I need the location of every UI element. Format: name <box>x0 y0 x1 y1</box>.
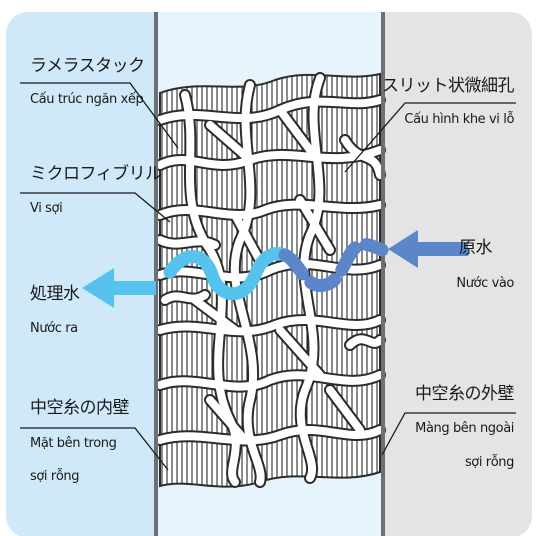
outer-wall-label-vn1: Màng bên ngoài <box>415 421 514 436</box>
outer-wall-label-vn2: sợi rỗng <box>464 455 514 470</box>
inner-lumen-region <box>6 12 156 536</box>
leader-lines <box>20 82 516 471</box>
wavy-line-icon <box>163 238 389 301</box>
arrow-left-icon <box>388 230 468 268</box>
slit-pore-label-jp: スリット状微細孔 <box>382 76 515 96</box>
microfibril-label-jp: ミクロフィブリル <box>30 164 162 184</box>
raw-water-label-jp: 原水 <box>459 238 493 258</box>
lamella-label-vn: Cấu trúc ngăn xếp <box>30 92 144 107</box>
inner-wall-label-jp: 中空糸の内壁 <box>30 398 130 418</box>
outer-region <box>383 12 532 536</box>
outer-wall-label-jp: 中空糸の外壁 <box>415 384 515 404</box>
microfibril-network <box>154 72 386 488</box>
inner-wall-label-vn2: sợi rỗng <box>30 469 80 484</box>
treated-water-label-jp: 処理水 <box>30 284 80 304</box>
microfibril-label-vn: Vi sợi <box>30 201 63 216</box>
inner-wall-label-vn1: Mặt bên trong <box>30 436 117 451</box>
lamella-label-jp: ラメラスタック <box>30 56 145 76</box>
slit-pore-label-vn: Cấu hình khe vi lỗ <box>404 112 514 127</box>
membrane-structure <box>154 72 386 488</box>
treated-water-label-vn: Nước ra <box>30 321 78 336</box>
arrow-left-icon <box>82 268 156 308</box>
raw-water-label-vn: Nước vào <box>456 276 514 291</box>
